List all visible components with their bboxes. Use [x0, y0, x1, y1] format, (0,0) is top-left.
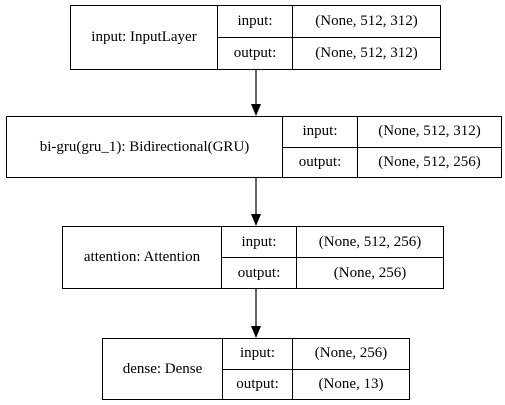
output-label: output:	[298, 153, 342, 170]
output-label: output:	[237, 264, 281, 281]
node-name: dense: Dense	[103, 339, 223, 399]
input-shape: (None, 256)	[293, 339, 409, 370]
output-shape: (None, 256)	[333, 264, 407, 281]
input-label: input:	[223, 339, 292, 370]
input-label: input:	[222, 227, 296, 258]
io-labels: input: output:	[283, 117, 358, 177]
output-label: output:	[233, 45, 277, 61]
node-name: attention: Attention	[63, 227, 222, 288]
input-label: input:	[218, 6, 292, 38]
node-name: bi-gru(gru_1): Bidirectional(GRU)	[7, 117, 283, 177]
node-attention: attention: Attention input: output: (Non…	[62, 226, 444, 289]
node-dense: dense: Dense input: output: (None, 256) …	[102, 338, 410, 400]
edge-attention-to-dense	[251, 289, 261, 338]
input-label: input:	[283, 117, 357, 148]
io-values: (None, 512, 312) (None, 512, 256)	[358, 117, 501, 177]
input-shape: (None, 512, 312)	[293, 6, 440, 38]
io-labels: input: output:	[218, 6, 293, 69]
edge-bigru-to-attention	[251, 178, 261, 226]
io-labels: input: output:	[222, 227, 297, 288]
output-shape: (None, 13)	[318, 375, 384, 392]
output-label: output:	[236, 375, 279, 392]
input-shape: (None, 512, 312)	[358, 117, 501, 148]
io-values: (None, 256) (None, 13)	[293, 339, 409, 399]
io-labels: input: output:	[223, 339, 293, 399]
io-values: (None, 512, 256) (None, 256)	[297, 227, 443, 288]
input-shape: (None, 512, 256)	[297, 227, 443, 258]
node-name: input: InputLayer	[71, 6, 218, 69]
node-bi-gru: bi-gru(gru_1): Bidirectional(GRU) input:…	[6, 116, 502, 178]
io-values: (None, 512, 312) (None, 512, 312)	[293, 6, 440, 69]
edge-input-to-bigru	[251, 70, 261, 116]
output-shape: (None, 512, 256)	[378, 153, 481, 170]
output-shape: (None, 512, 312)	[315, 45, 418, 61]
node-input-layer: input: InputLayer input: output: (None, …	[70, 5, 441, 70]
